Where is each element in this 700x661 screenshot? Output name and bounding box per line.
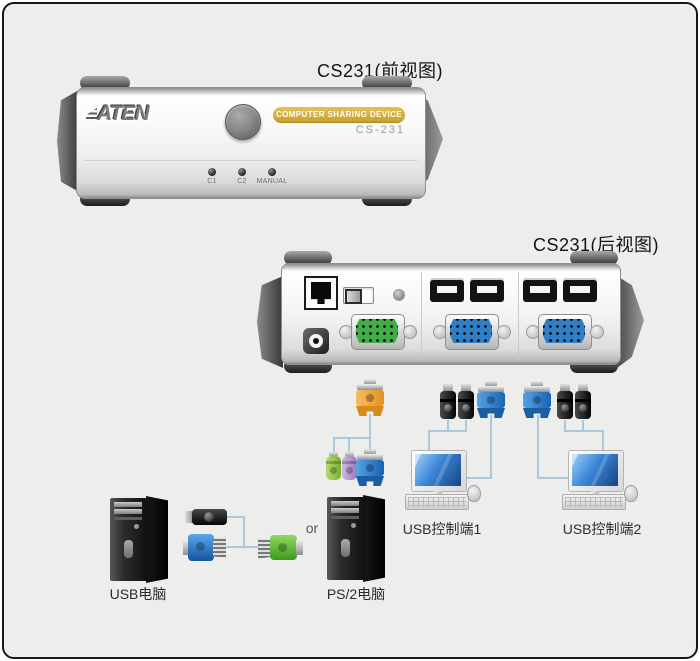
vga-connector-green — [258, 535, 305, 560]
cable — [369, 414, 371, 438]
cable — [227, 516, 245, 518]
console1-label: USB控制端1 — [402, 521, 482, 537]
console1-keyboard — [405, 494, 469, 510]
port-group-divider — [421, 272, 422, 360]
ps2-keyboard-connector — [342, 452, 357, 482]
cable — [582, 420, 584, 432]
rear-panel — [281, 263, 621, 365]
mode-badge: COMPUTER SHARING DEVICE — [273, 107, 405, 123]
cable — [222, 546, 260, 548]
side-bracket — [57, 90, 79, 192]
ps2-mouse-connector — [326, 452, 341, 482]
led-manual: MANUAL — [250, 168, 294, 185]
led-label: C1 — [207, 178, 217, 185]
usb-computer-tower — [110, 496, 168, 583]
cable — [490, 415, 492, 478]
vga-port-console1 — [433, 314, 511, 350]
cable — [602, 430, 604, 453]
ps2-computer-tower — [327, 495, 385, 582]
usb-port-console1-b — [470, 280, 504, 302]
ps2-computer-label: PS/2电脑 — [326, 586, 386, 602]
front-panel: ATEN COMPUTER SHARING DEVICE CS-231 C1 C… — [76, 87, 426, 199]
port-select-button — [225, 104, 261, 140]
cable — [564, 420, 566, 432]
cable — [369, 437, 371, 450]
led-indicator — [268, 168, 276, 176]
cable — [537, 477, 571, 479]
cable — [428, 430, 430, 453]
usb-connector — [575, 384, 591, 420]
usb-connector — [185, 509, 227, 525]
led-label: C2 — [237, 178, 247, 185]
cable — [447, 420, 449, 432]
model-label: CS-231 — [355, 124, 405, 136]
cable — [537, 415, 539, 478]
front-view-title: CS231(前视图) — [316, 61, 444, 81]
vga-connector-blue — [523, 381, 551, 419]
vga-connector-blue — [477, 381, 505, 419]
rear-view-title: CS231(后视图) — [532, 235, 660, 255]
console2-label: USB控制端2 — [562, 521, 642, 537]
usb-connector — [557, 384, 573, 420]
vga-connector-blue — [183, 534, 226, 561]
or-label: or — [305, 520, 319, 536]
cable — [428, 430, 467, 432]
mount-bracket — [362, 76, 412, 90]
cable — [348, 437, 350, 453]
port-group-divider — [518, 272, 519, 360]
mount-bracket — [80, 76, 130, 90]
usb-port-console1-a — [430, 280, 464, 302]
mount-bracket — [570, 251, 618, 265]
usb-connector — [440, 384, 456, 420]
usb-connector — [458, 384, 474, 420]
panel-crease — [85, 160, 417, 161]
console2-keyboard — [562, 494, 626, 510]
led-c1: C1 — [197, 168, 227, 185]
cable — [466, 477, 492, 479]
vga-port-pc — [339, 314, 417, 350]
usb-computer-label: USB电脑 — [109, 586, 167, 602]
cable — [333, 437, 371, 439]
mount-bracket — [284, 251, 332, 265]
reset-button — [393, 289, 405, 301]
cable — [243, 516, 245, 548]
console2-mouse — [624, 485, 638, 502]
usb-port-console2-b — [563, 280, 597, 302]
rj11-port — [304, 276, 338, 310]
dc-power-jack — [303, 328, 329, 354]
vga-port-console2 — [526, 314, 604, 350]
aten-logo: ATEN — [97, 102, 150, 125]
vga-connector-orange — [356, 379, 384, 417]
led-label: MANUAL — [256, 178, 288, 185]
console1-mouse — [467, 485, 481, 502]
mode-slide-switch — [343, 287, 374, 304]
led-c2: C2 — [227, 168, 257, 185]
led-indicator — [238, 168, 246, 176]
cable — [564, 430, 604, 432]
usb-port-console2-a — [523, 280, 557, 302]
side-bracket — [257, 276, 283, 368]
cable — [333, 437, 335, 453]
cable — [465, 420, 467, 432]
led-indicator — [208, 168, 216, 176]
vga-connector-blue — [356, 449, 384, 487]
